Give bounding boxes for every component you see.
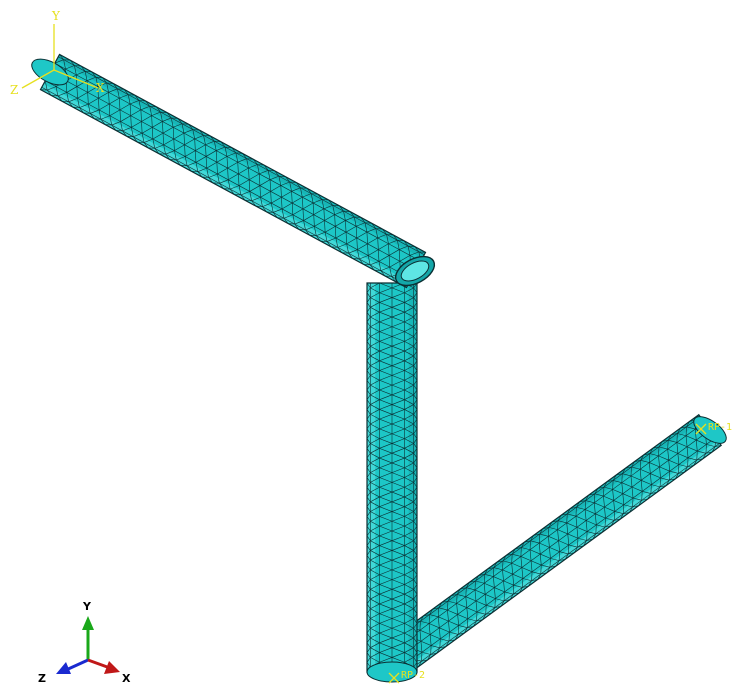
triad-x-label: X bbox=[122, 672, 131, 685]
rp-bottom-label: RP-2 bbox=[401, 670, 425, 681]
csys-icon: Y Z X bbox=[10, 9, 105, 97]
pipe-segment-vertical bbox=[366, 282, 418, 673]
pipe-segment-lower bbox=[385, 413, 723, 675]
view-triad-icon: Y Z X bbox=[38, 600, 131, 685]
rp-right-label: RP-1 bbox=[708, 422, 732, 433]
reference-point-icon[interactable]: RP-2 bbox=[388, 670, 425, 684]
pipe-open-end bbox=[394, 255, 436, 287]
reference-point-icon[interactable]: RP-1 bbox=[695, 422, 732, 435]
triad-y-label: Y bbox=[82, 600, 92, 613]
csys-x-label: X bbox=[96, 81, 105, 95]
pipe-segment-upper bbox=[39, 53, 427, 289]
csys-z-label: Z bbox=[10, 83, 18, 97]
triad-z-label: Z bbox=[38, 672, 46, 685]
csys-y-label: Y bbox=[51, 9, 61, 23]
